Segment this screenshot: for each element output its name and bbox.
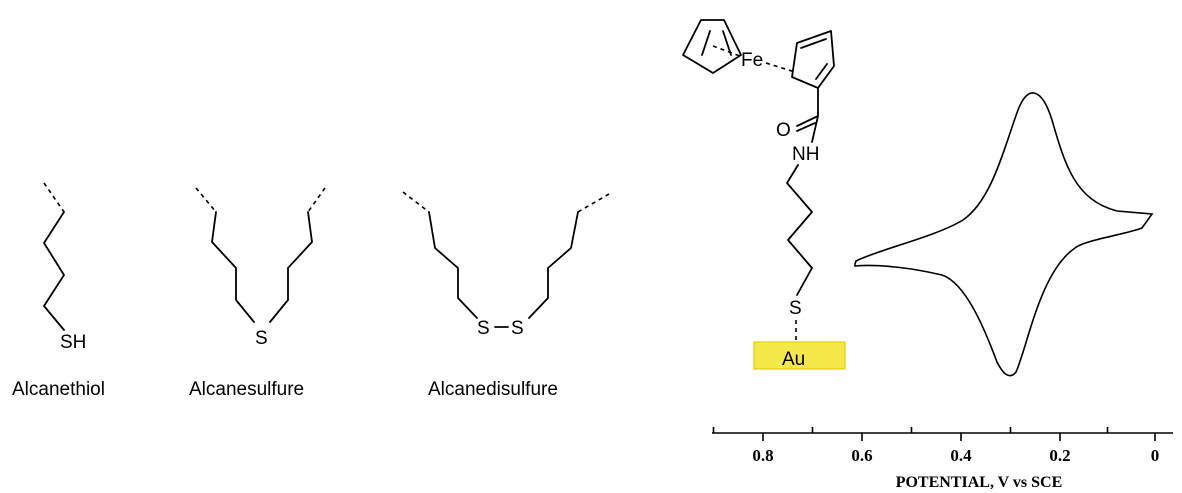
ring-double-bond	[800, 38, 827, 49]
fe-coordination-bond	[765, 62, 796, 73]
potential-axis: 0.8 0.6 0.4 0.2 0 POTENTIAL, V vs SCE	[712, 427, 1173, 491]
tick-label: 0	[1151, 446, 1160, 465]
alkyl-chain-right	[528, 211, 579, 319]
fe-atom-label: Fe	[741, 50, 763, 71]
tick-label: 0.2	[1049, 446, 1070, 465]
dashed-bond	[402, 191, 430, 213]
carbonyl-double-bond	[796, 115, 819, 127]
carbonyl-to-nitrogen-bond	[811, 115, 819, 143]
fe-coordination-bond	[712, 45, 741, 57]
cyclopentadienyl-ring-right	[791, 30, 835, 89]
cyclic-voltammogram	[854, 92, 1154, 377]
tick-label: 0.6	[851, 446, 872, 465]
s-atom-label: S	[477, 318, 490, 339]
dashed-bond	[195, 187, 217, 213]
alcanesulfure-caption: Alcanesulfure	[189, 379, 304, 400]
nh-atom-label: NH	[792, 144, 819, 165]
tick-label: 0.4	[950, 446, 972, 465]
alcanethiol-caption: Alcanethiol	[12, 379, 105, 400]
dashed-bond	[43, 182, 65, 213]
sh-atom-label: SH	[60, 332, 86, 353]
s-atom-label: S	[789, 298, 802, 319]
alkyl-chain-left	[428, 211, 478, 319]
alcanedisulfure-structure: S S Alcanedisulfure	[402, 191, 610, 400]
cyclopentadienyl-ring-left	[682, 19, 742, 74]
au-atom-label: Au	[782, 349, 805, 370]
alcanedisulfure-caption: Alcanedisulfure	[428, 379, 558, 400]
ring-double-bond	[815, 63, 828, 80]
carbonyl-double-bond	[796, 122, 816, 132]
voltammogram-curve	[854, 92, 1154, 377]
dashed-bond	[307, 187, 326, 213]
alkyl-chain	[43, 211, 65, 331]
ring-double-bond	[722, 30, 732, 56]
ferrocene-thiol-structure: Fe O NH S Au	[682, 19, 846, 370]
alkyl-chain-right	[269, 211, 313, 323]
alkyl-chain-left	[211, 211, 255, 323]
gold-electrode	[753, 341, 846, 370]
alkyl-chain	[786, 164, 813, 296]
s-atom-label: S	[255, 328, 268, 349]
ring-double-bond	[701, 30, 711, 56]
tick-marks	[712, 427, 1156, 441]
tick-label: 0.8	[752, 446, 773, 465]
axis-title: POTENTIAL, V vs SCE	[896, 474, 1063, 491]
o-atom-label: O	[776, 120, 791, 141]
alcanesulfure-structure: S Alcanesulfure	[189, 187, 326, 400]
alcanethiol-structure: SH Alcanethiol	[12, 182, 105, 400]
dashed-bond	[577, 193, 610, 213]
s-atom-label: S	[511, 318, 524, 339]
